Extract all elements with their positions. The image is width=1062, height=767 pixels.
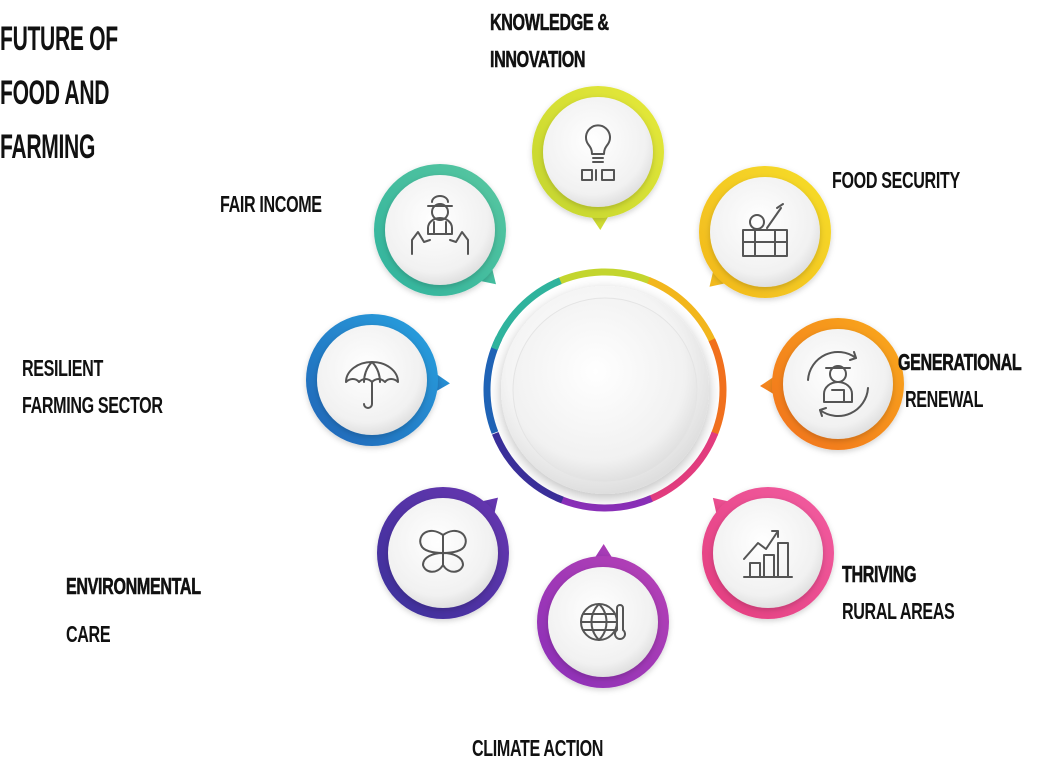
badge-face-knowledge [543, 97, 653, 207]
farmer-cycle-icon [807, 351, 869, 417]
ring-arc-generational [708, 338, 727, 436]
title-line-3: FARMING [0, 128, 96, 166]
label-knowledge: KNOWLEDGE & INNOVATION [490, 9, 609, 73]
umbrella-icon [345, 361, 399, 409]
page-title: FUTURE OF FOOD AND FARMING [0, 12, 118, 174]
label-fair-income: FAIR INCOME [220, 191, 322, 217]
node-resilient [306, 314, 450, 446]
label-climate: CLIMATE ACTION [472, 735, 604, 761]
title-line-2: FOOD AND [0, 74, 110, 112]
farmer-hands-icon [411, 195, 469, 255]
ring-arc-resilient [483, 336, 503, 434]
produce-crate-icon [742, 203, 788, 257]
node-generational [760, 318, 904, 450]
leaf-butterfly-icon [419, 529, 467, 573]
ring-arc-rural [646, 431, 719, 504]
node-fair-income [374, 164, 506, 296]
label-rural: THRIVING RURAL AREAS [842, 561, 955, 624]
node-rural [702, 487, 834, 619]
badge-face-rural [713, 498, 823, 608]
ring-arc-fair-income [491, 277, 562, 350]
badge-face-food-security [710, 177, 820, 287]
badge-face-fair-income [385, 175, 495, 285]
title-line-1: FUTURE OF [0, 20, 118, 58]
center-disc-inner [512, 297, 698, 483]
label-generational: GENERATIONAL RENEWAL [898, 349, 1022, 412]
ring-arc-food-security [647, 277, 719, 350]
ring-arc-knowledge [553, 268, 651, 287]
label-food-security: FOOD SECURITY [832, 167, 960, 193]
badge-face-generational [783, 329, 893, 439]
globe-thermometer-icon [580, 603, 626, 641]
node-food-security [699, 166, 831, 298]
center-ring [483, 268, 727, 512]
badge-face-resilient [317, 325, 427, 435]
label-environment: ENVIRONMENTAL CARE [66, 573, 201, 647]
light-bulb-icon [581, 124, 615, 181]
label-resilient: RESILIENT FARMING SECTOR [22, 355, 163, 418]
growth-chart-icon [743, 530, 793, 578]
node-knowledge [532, 86, 664, 230]
ring-arc-climate [555, 494, 653, 512]
ring-arc-environment [491, 431, 564, 504]
node-climate [537, 544, 669, 688]
node-environment [377, 487, 509, 619]
